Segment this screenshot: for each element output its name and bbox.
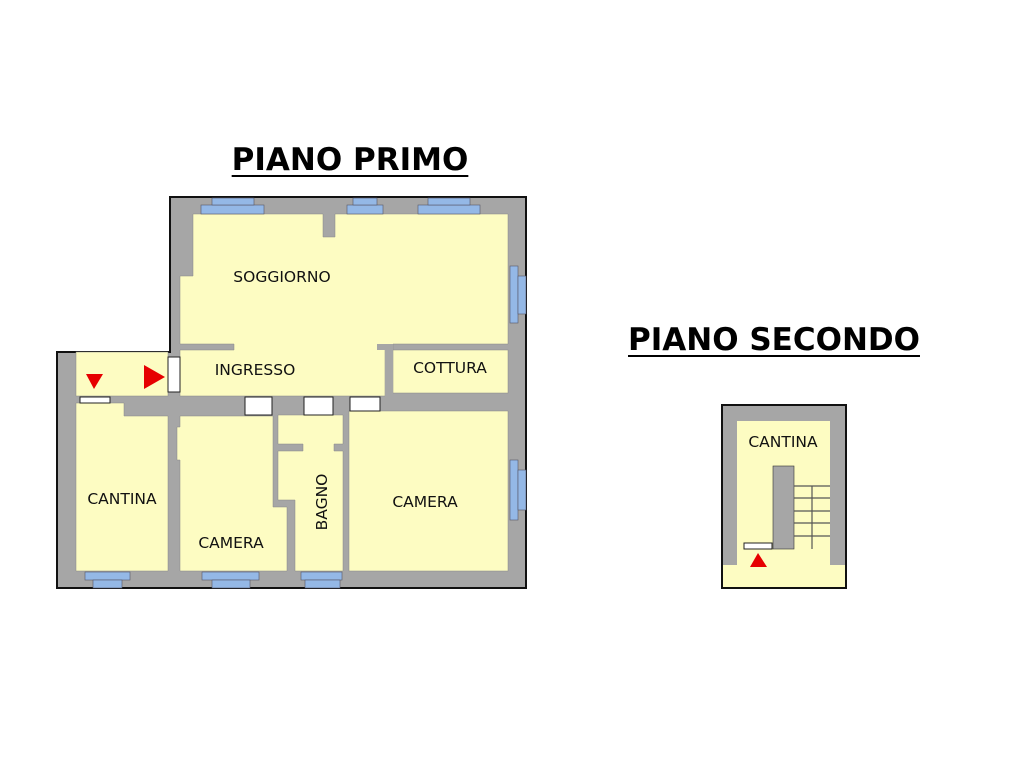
label-cantina: CANTINA: [87, 490, 157, 508]
room-cottura: [392, 349, 509, 394]
landing: [737, 549, 830, 566]
label-cottura: COTTURA: [413, 359, 487, 377]
door: [303, 396, 334, 416]
window: [300, 571, 343, 581]
room-camera-right: [348, 410, 509, 572]
label-ingresso: INGRESSO: [215, 361, 296, 379]
pillar: [772, 465, 795, 550]
partition-wall: [377, 344, 393, 396]
door: [79, 396, 111, 404]
window: [346, 204, 384, 215]
window: [509, 265, 519, 324]
arrow-up-icon: [750, 553, 767, 567]
room-camera-left: [176, 415, 288, 572]
landing: [723, 565, 845, 587]
arrow-right-icon: [144, 365, 165, 389]
door: [743, 542, 773, 550]
label-cantina-second: CANTINA: [748, 433, 818, 451]
room-cantina: [75, 402, 169, 572]
window: [509, 459, 519, 521]
room-bagno: [277, 414, 344, 572]
window: [84, 571, 131, 581]
window: [201, 571, 260, 581]
second-floor-plan: CANTINA: [721, 404, 847, 589]
label-bagno: BAGNO: [313, 474, 331, 531]
door: [244, 396, 273, 416]
second-floor-title: PIANO SECONDO: [628, 322, 920, 358]
door: [349, 396, 381, 412]
label-camera-left: CAMERA: [198, 534, 264, 552]
door: [167, 356, 181, 393]
first-floor-title: PIANO PRIMO: [231, 142, 469, 178]
first-floor-plan: SOGGIORNO INGRESSO COTTURA CANTINA CAMER…: [56, 196, 527, 589]
label-soggiorno: SOGGIORNO: [233, 268, 330, 286]
window: [417, 204, 481, 215]
window: [200, 204, 265, 215]
arrow-down-icon: [86, 374, 103, 389]
stairs: [794, 485, 830, 549]
label-camera-right: CAMERA: [392, 493, 458, 511]
